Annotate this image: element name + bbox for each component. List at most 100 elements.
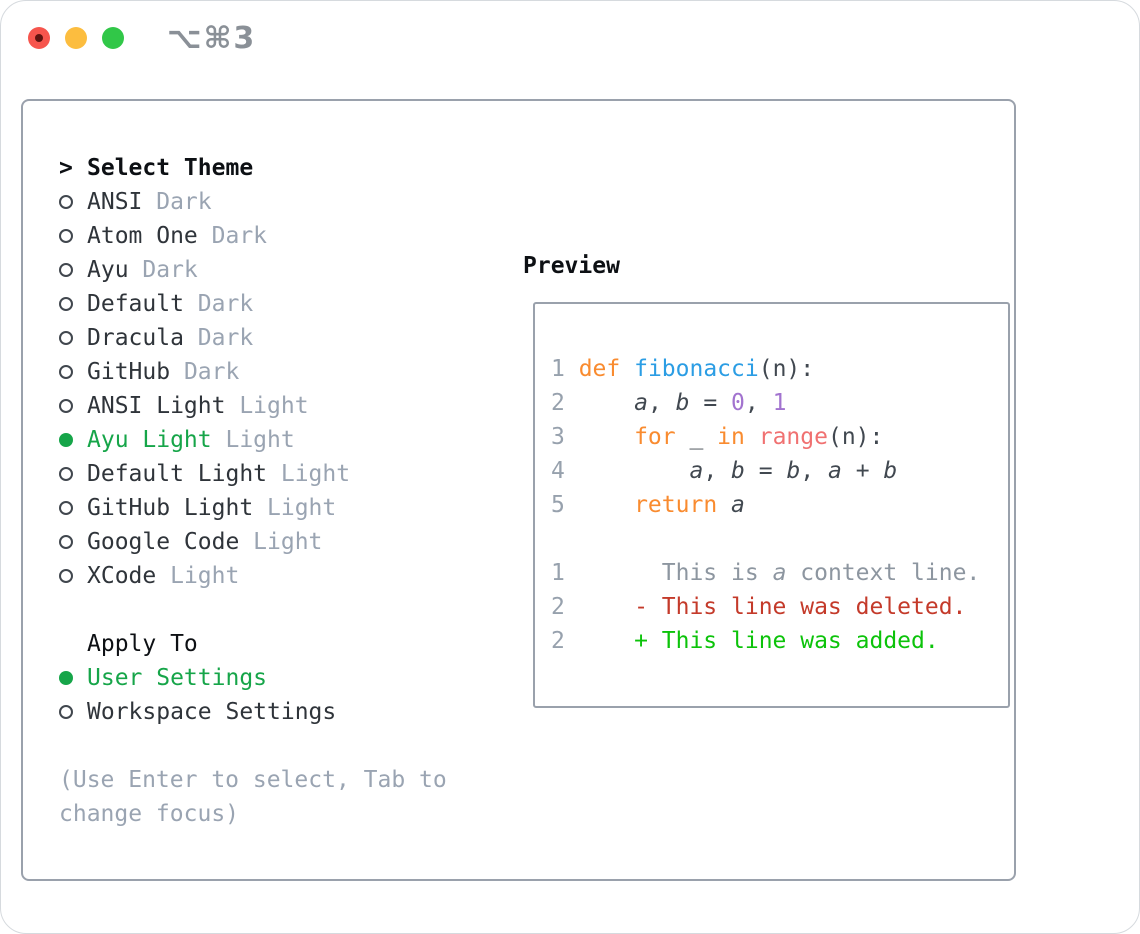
radio-icon bbox=[59, 501, 73, 515]
theme-variant-label: Light bbox=[239, 393, 309, 419]
code-token: , bbox=[744, 390, 773, 416]
code-token: , bbox=[703, 458, 732, 484]
code-token: + bbox=[841, 458, 884, 484]
code-token: 0 bbox=[731, 390, 745, 416]
code-line: 4 a, b = b, a + b bbox=[551, 454, 1008, 488]
preview-title: Preview bbox=[523, 253, 620, 279]
code-line: 5 return a bbox=[551, 488, 1008, 522]
code-token: b bbox=[883, 458, 898, 484]
spacer-row bbox=[59, 729, 499, 763]
theme-name-label: Default Light bbox=[87, 461, 268, 487]
line-number: 3 bbox=[551, 424, 565, 450]
theme-item[interactable]: Ayu Light Light bbox=[59, 423, 499, 457]
code-token: - This line was deleted. bbox=[578, 594, 967, 620]
line-number: 2 bbox=[551, 390, 565, 416]
line-number: 5 bbox=[551, 492, 565, 518]
traffic-light-close-button[interactable] bbox=[28, 27, 50, 49]
radio-icon bbox=[59, 229, 73, 243]
radio-icon bbox=[59, 569, 73, 583]
apply-to-title: Apply To bbox=[87, 631, 198, 657]
radio-icon bbox=[59, 467, 73, 481]
titlebar: ⌥⌘3 bbox=[1, 1, 1139, 73]
theme-name-label: Default bbox=[87, 291, 184, 317]
code-token: , bbox=[647, 390, 676, 416]
traffic-light-zoom-button[interactable] bbox=[102, 27, 124, 49]
theme-name-label: Ayu bbox=[87, 257, 129, 283]
code-token: a bbox=[731, 492, 745, 518]
code-token: for bbox=[634, 424, 676, 450]
code-token bbox=[579, 458, 690, 484]
theme-variant-label: Dark bbox=[197, 325, 254, 351]
selection-prompt-icon: > bbox=[59, 155, 73, 181]
help-text-line-1: (Use Enter to select, Tab to bbox=[59, 767, 447, 793]
code-token: a bbox=[634, 390, 648, 416]
theme-variant-label: Light bbox=[170, 563, 240, 589]
code-token bbox=[620, 356, 634, 382]
theme-name-label: Ayu Light bbox=[87, 427, 212, 453]
code-token: in bbox=[717, 424, 745, 450]
theme-item[interactable]: Default Dark bbox=[59, 287, 499, 321]
radio-icon bbox=[59, 365, 73, 379]
line-number: 1 bbox=[551, 356, 565, 382]
code-token: a bbox=[828, 458, 842, 484]
unsaved-dot-icon bbox=[35, 34, 43, 42]
theme-variant-label: Light bbox=[225, 427, 295, 453]
theme-item[interactable]: Ayu Dark bbox=[59, 253, 499, 287]
theme-name-label: XCode bbox=[87, 563, 157, 589]
theme-variant-label: Light bbox=[267, 495, 337, 521]
code-token bbox=[579, 390, 634, 416]
code-token: + This line was added. bbox=[578, 628, 939, 654]
code-token bbox=[717, 492, 731, 518]
code-token: context line. bbox=[786, 560, 981, 586]
apply-option-label: User Settings bbox=[87, 665, 268, 691]
apply-option[interactable]: Workspace Settings bbox=[59, 695, 499, 729]
code-line: 3 for _ in range(n): bbox=[551, 420, 1008, 454]
line-number: 2 bbox=[551, 628, 565, 654]
radio-icon bbox=[59, 399, 73, 413]
code-token: _ bbox=[675, 424, 718, 450]
code-token: b bbox=[786, 458, 801, 484]
apply-option[interactable]: User Settings bbox=[59, 661, 499, 695]
theme-name-label: Atom One bbox=[87, 223, 198, 249]
theme-name-label: ANSI bbox=[87, 189, 143, 215]
code-token: , bbox=[800, 458, 828, 484]
code-token: a bbox=[772, 560, 787, 586]
theme-variant-label: Dark bbox=[197, 291, 254, 317]
theme-item[interactable]: Atom One Dark bbox=[59, 219, 499, 253]
theme-variant-label: Dark bbox=[142, 257, 198, 283]
code-token: a bbox=[689, 458, 704, 484]
theme-variant-label: Dark bbox=[211, 223, 268, 249]
diff-added-line: 2 + This line was added. bbox=[551, 624, 1008, 658]
radio-icon bbox=[59, 705, 73, 719]
code-line: 2 a, b = 0, 1 bbox=[551, 386, 1008, 420]
diff-deleted-line: 2 - This line was deleted. bbox=[551, 590, 1008, 624]
traffic-light-minimize-button[interactable] bbox=[65, 27, 87, 49]
code-token: (n): bbox=[827, 424, 884, 450]
radio-icon bbox=[59, 535, 73, 549]
theme-item[interactable]: XCode Light bbox=[59, 559, 499, 593]
code-token: 1 bbox=[772, 390, 787, 416]
help-text-line-2: change focus) bbox=[59, 801, 240, 827]
radio-icon bbox=[59, 195, 73, 209]
select-theme-header: > Select Theme bbox=[59, 151, 499, 185]
code-token: (n): bbox=[758, 356, 815, 382]
radio-selected-icon bbox=[59, 671, 73, 685]
line-number: 2 bbox=[551, 594, 565, 620]
blank-line bbox=[551, 522, 1008, 556]
code-token: This is bbox=[578, 560, 773, 586]
code-token: = bbox=[689, 390, 732, 416]
